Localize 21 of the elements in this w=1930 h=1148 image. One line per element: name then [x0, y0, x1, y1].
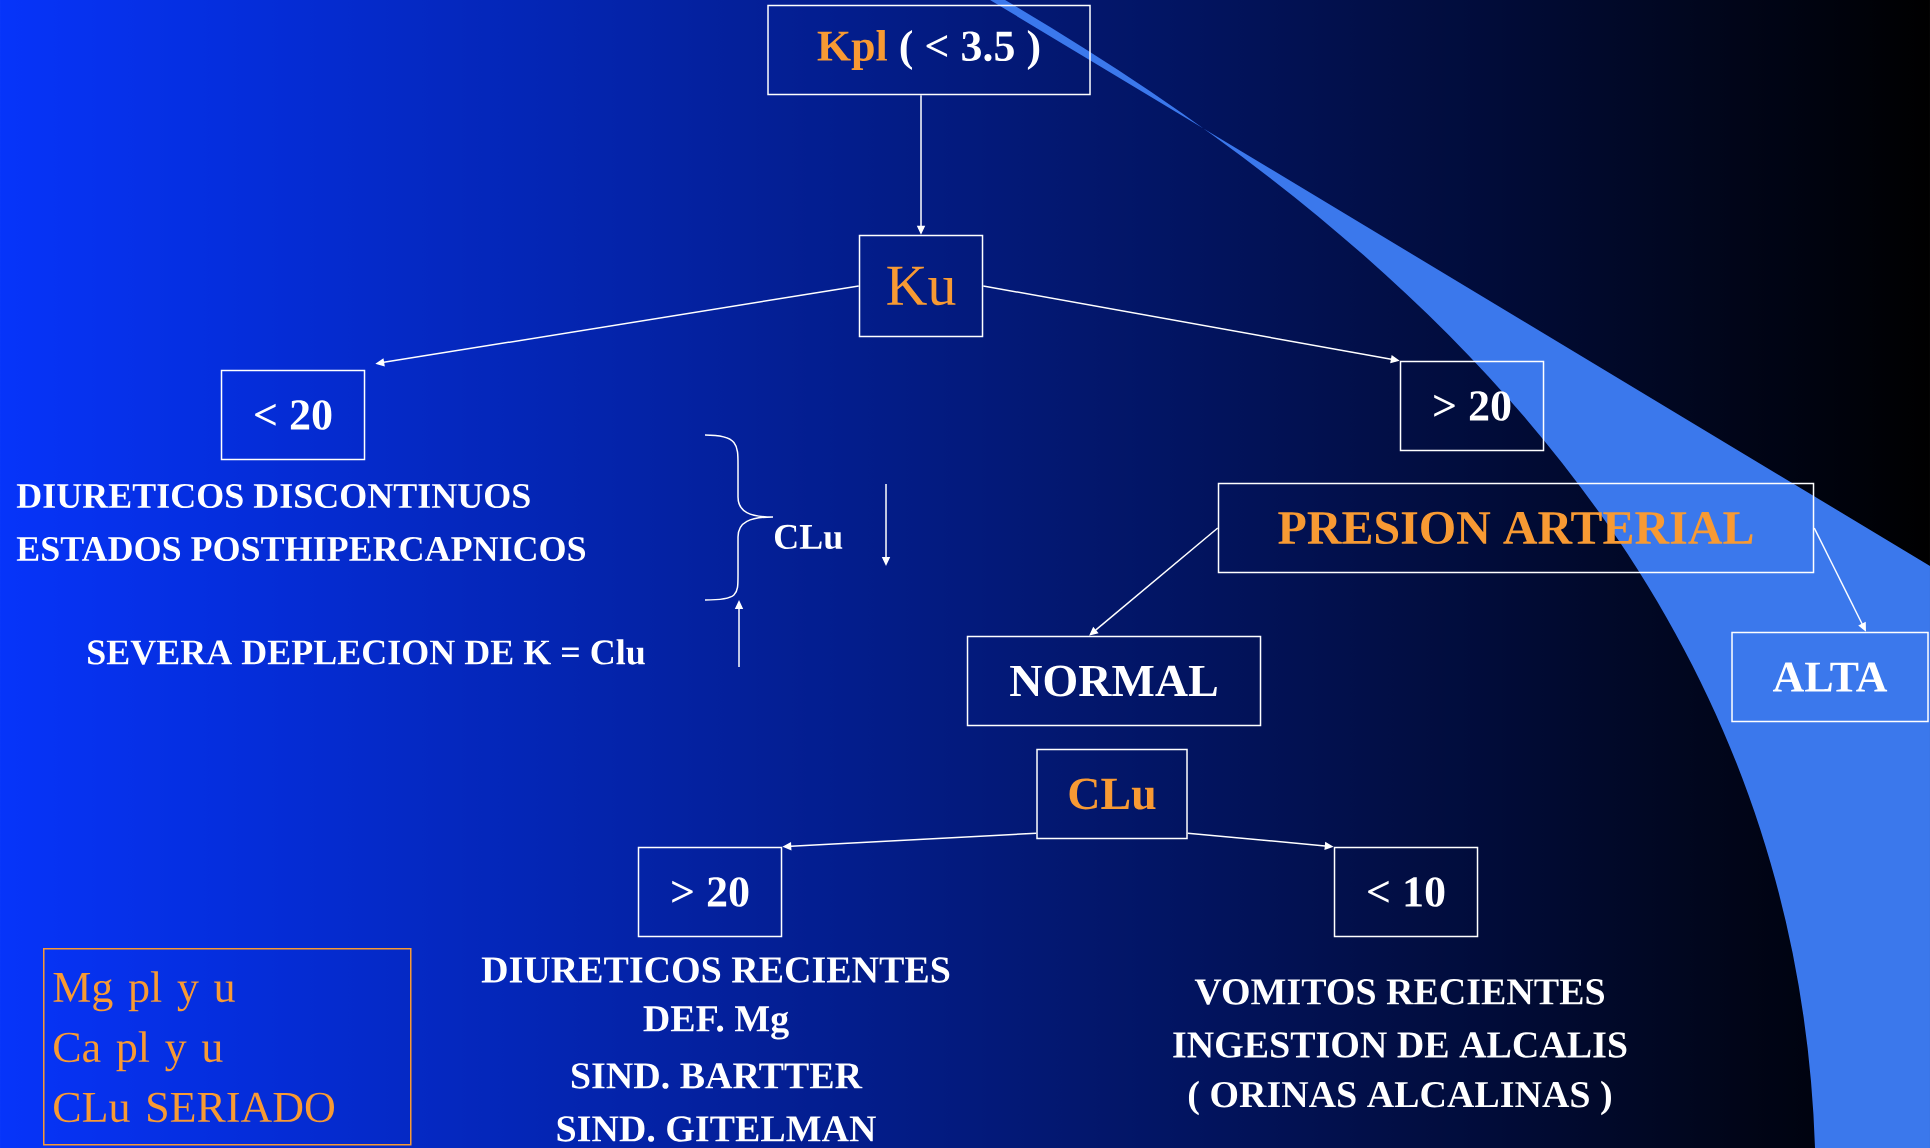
diagnosis-text: DIURETICOS RECIENTES: [481, 957, 950, 983]
diagnosis-text: INGESTION DE ALCALIS: [1173, 1032, 1627, 1058]
box: Kpl ( < 3.5 ): [767, 4, 1091, 96]
label-text: ESTADOS POSTHIPERCAPNICOS: [16, 536, 586, 562]
box: > 20: [1399, 360, 1545, 452]
box: < 20: [220, 369, 366, 461]
diagnosis-text: SIND. BARTTER: [571, 1063, 863, 1089]
box: < 10: [1333, 846, 1479, 938]
box: CLu: [1036, 748, 1188, 840]
box: Ku: [858, 234, 984, 338]
label-text: CLu: [774, 524, 843, 550]
arrow: [1089, 527, 1219, 636]
note-box: Mg pl y u Ca pl y u CLu SERIADO: [43, 948, 412, 1146]
diagnosis-text: ( ORINAS ALCALINAS ): [1188, 1080, 1611, 1116]
diagnosis-text: DEF. Mg: [643, 1006, 789, 1040]
box: ALTA: [1731, 631, 1929, 723]
box: > 20: [637, 846, 783, 938]
box: NORMAL: [966, 635, 1262, 727]
diagnosis-text: SIND. GITELMAN: [557, 1116, 876, 1142]
label-text: SEVERA DEPLECION DE K = Clu: [88, 639, 645, 665]
diagnosis-text: VOMITOS RECIENTES: [1194, 979, 1605, 1005]
